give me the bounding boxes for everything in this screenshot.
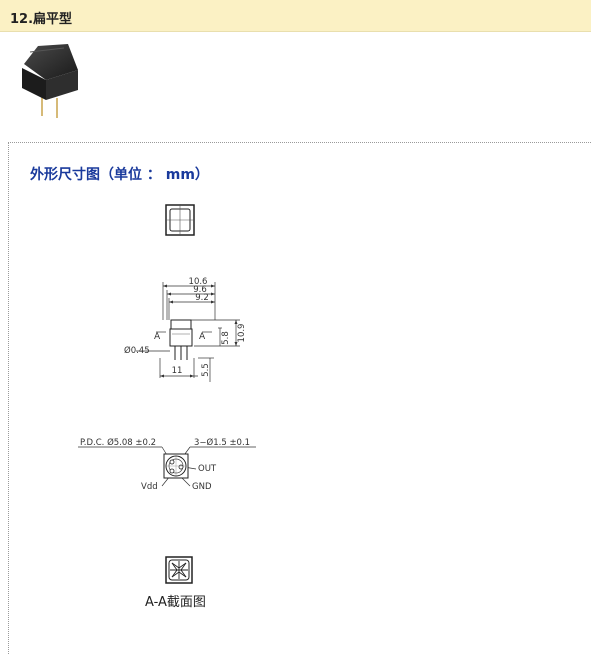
gnd-pin-label: GND — [192, 482, 212, 492]
product-photo — [22, 44, 78, 118]
pdc-label: P.D.C. Ø5.08 ±0.2 — [80, 437, 156, 448]
section-view-caption: A-A截面图 — [145, 595, 206, 610]
out-pin-label: OUT — [198, 464, 217, 474]
dim-width-inner: 9.2 — [195, 293, 209, 303]
section-mark-right: A — [199, 332, 206, 342]
dimension-spec-panel — [8, 142, 591, 654]
vdd-pin-label: Vdd — [141, 482, 158, 492]
section-header-title: 12.扁平型 — [10, 12, 73, 27]
dim-pin-length: 5.5 — [201, 363, 211, 377]
dim-width-mid: 9.6 — [193, 285, 207, 295]
top-view-drawing — [165, 204, 195, 236]
section-mark-left: A — [154, 332, 161, 342]
dim-pin-diameter: Ø0.45 — [124, 345, 150, 356]
bottom-view-drawing: P.D.C. Ø5.08 ±0.2 3−Ø1.5 ±0.1 OUT Vdd GN… — [78, 437, 256, 492]
dim-height-total: 10.9 — [237, 324, 247, 343]
section-title: 外形尺寸图（单位 ： mm） — [30, 167, 209, 183]
dim-base-width: 11 — [172, 366, 183, 376]
side-view-drawing: 10.6 9.6 9.2 10.9 5.8 Ø0.45 11 5.5 A A — [124, 277, 247, 382]
dim-height-body: 5.8 — [221, 331, 231, 345]
section-view-drawing — [165, 556, 193, 584]
section-header-bar: 12.扁平型 — [0, 0, 591, 32]
pin-diameter-label: 3−Ø1.5 ±0.1 — [194, 437, 250, 448]
dim-width-outer: 10.6 — [189, 277, 208, 287]
